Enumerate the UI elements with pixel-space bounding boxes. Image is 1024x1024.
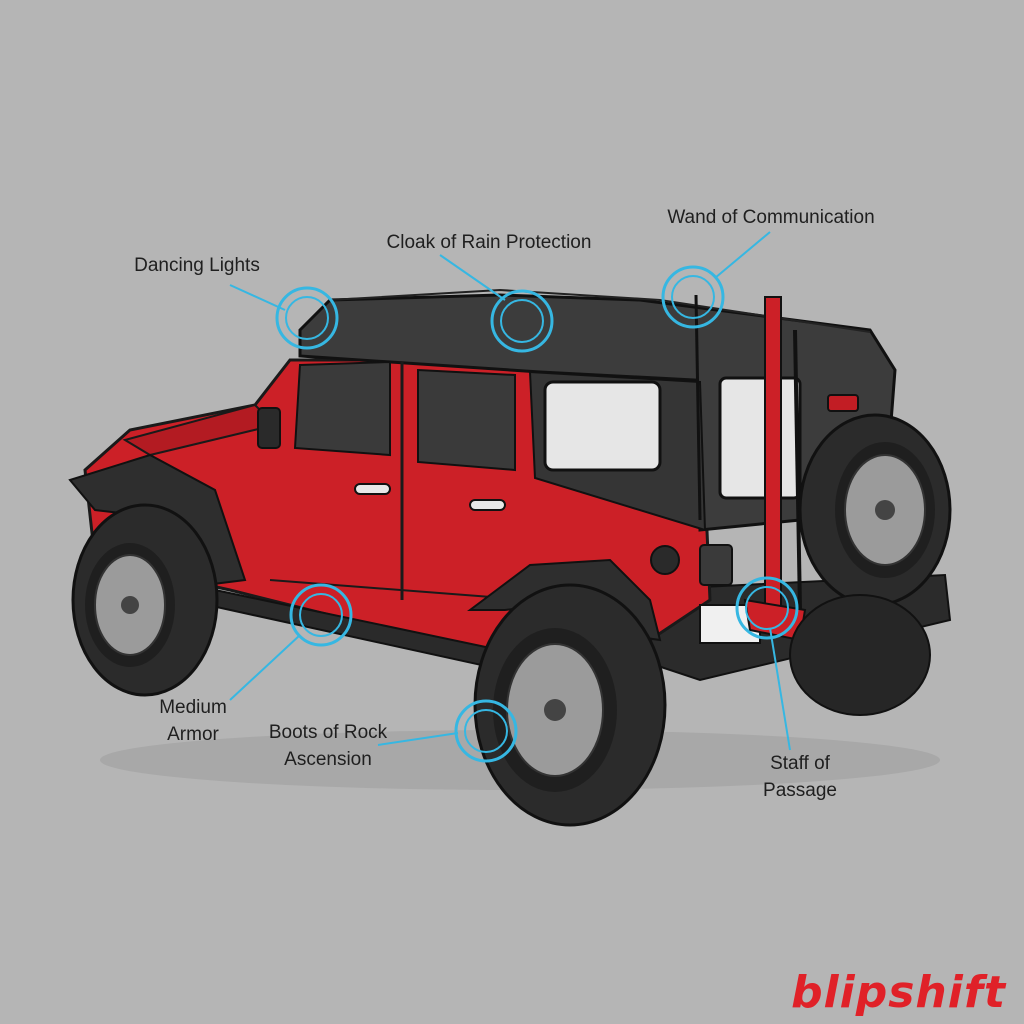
tail-light — [699, 544, 733, 586]
callout-lines — [229, 231, 791, 751]
label-line: Medium — [159, 697, 227, 718]
side-mirror — [257, 407, 281, 449]
label-line: Armor — [167, 724, 219, 745]
label-medium-armor: Medium Armor — [133, 694, 253, 748]
leader-staff — [769, 627, 791, 751]
leader-medium-armor — [229, 634, 301, 701]
ring-boots — [454, 699, 518, 763]
callout-rings — [275, 265, 799, 763]
third-brake-light — [827, 394, 859, 412]
ring-medium-armor — [289, 583, 353, 647]
label-cloak-of-rain-protection: Cloak of Rain Protection — [362, 229, 616, 256]
label-line: Passage — [763, 780, 837, 801]
label-staff-of-passage: Staff of Passage — [745, 750, 855, 804]
ring-wand — [661, 265, 725, 329]
door-handle-front — [354, 483, 391, 495]
label-line: Boots of Rock — [268, 722, 388, 743]
fuel-door — [650, 545, 680, 575]
brand-logo: blipshift — [791, 967, 1006, 1018]
label-dancing-lights: Dancing Lights — [112, 252, 282, 279]
rear-window — [718, 376, 802, 500]
leader-dancing-lights — [229, 284, 286, 311]
antenna — [694, 294, 702, 521]
label-line: Staff of — [770, 753, 830, 774]
door-handle-rear — [469, 499, 506, 511]
leader-wand — [714, 231, 771, 279]
front-window — [293, 360, 391, 457]
ring-staff — [735, 576, 799, 640]
rear-door-window — [417, 368, 516, 472]
front-wheel — [71, 503, 219, 697]
rear-wheel — [473, 583, 667, 827]
side-window — [543, 380, 662, 472]
leader-boots — [377, 732, 459, 746]
leader-cloak — [439, 254, 506, 301]
label-line: Cloak of Rain Protection — [386, 232, 592, 253]
rear-far-wheel — [789, 594, 931, 716]
label-boots-of-rock-ascension: Boots of Rock Ascension — [248, 719, 408, 773]
jack-handle — [793, 329, 802, 611]
label-line: Dancing Lights — [134, 255, 260, 276]
label-line: Wand of Communication — [667, 207, 875, 228]
ring-cloak — [490, 289, 554, 353]
label-wand-of-communication: Wand of Communication — [640, 204, 902, 231]
ring-dancing-lights — [275, 286, 339, 350]
label-line: Ascension — [284, 749, 372, 770]
spare-tire — [798, 413, 952, 607]
